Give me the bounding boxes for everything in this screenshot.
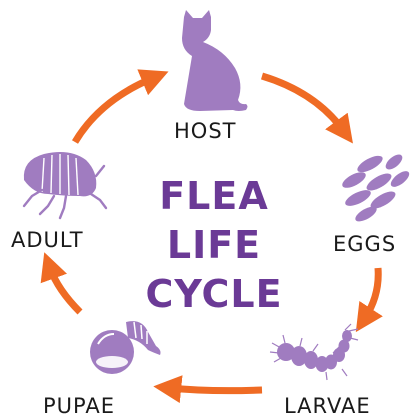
adult-flea-icon: [24, 152, 106, 218]
arrow-adult-to-host: [75, 78, 153, 142]
stage-label-eggs: EGGS: [333, 234, 396, 255]
flea-larva-icon: [270, 324, 358, 380]
stage-label-host: HOST: [174, 121, 236, 142]
arrow-larvae-to-pupae: [170, 388, 262, 391]
flea-eggs-icon: [340, 152, 412, 225]
title-line-flea: FLEA: [109, 172, 319, 221]
stage-label-pupae: PUPAE: [43, 396, 115, 417]
cat-icon: [182, 10, 248, 111]
arrow-eggs-to-larvae: [365, 268, 378, 318]
title-line-life: LIFE: [109, 221, 319, 270]
diagram-title: FLEA LIFE CYCLE: [109, 172, 319, 319]
stage-label-adult: ADULT: [11, 230, 84, 251]
arrow-host-to-eggs: [262, 76, 343, 130]
stage-label-larvae: LARVAE: [284, 396, 371, 417]
flea-pupa-icon: [90, 321, 161, 374]
arrow-pupae-to-adult: [50, 268, 80, 312]
title-line-cycle: CYCLE: [109, 270, 319, 319]
